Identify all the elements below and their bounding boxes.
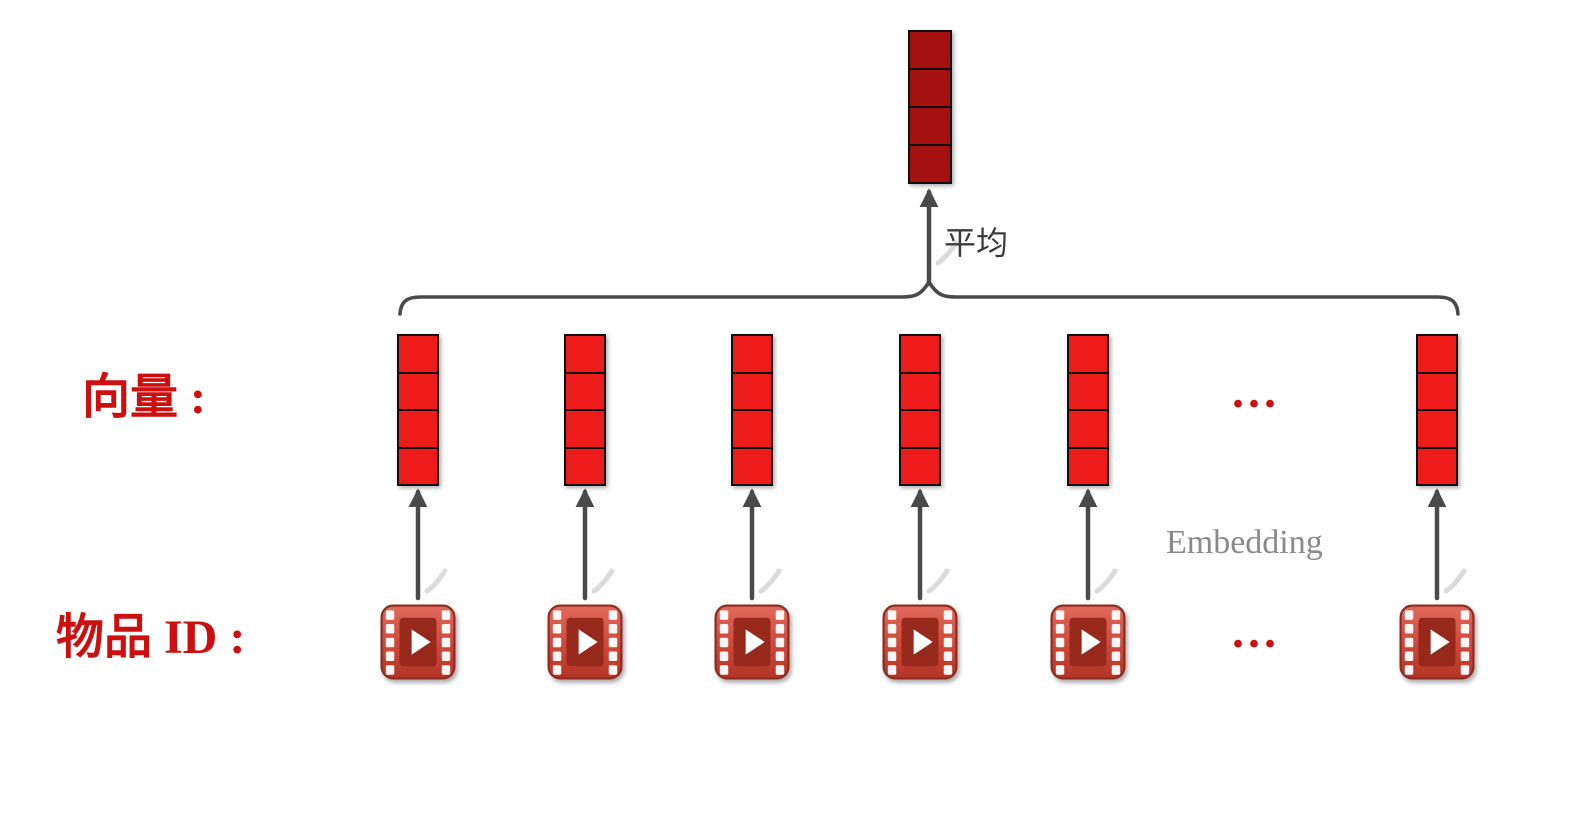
vector-cell	[1418, 446, 1456, 485]
vector-cell	[901, 409, 939, 447]
average-brace	[398, 280, 1460, 316]
vector-cell	[910, 144, 950, 182]
item-vector	[731, 334, 773, 486]
movie-icon	[1050, 604, 1126, 680]
arrow-shadow	[1443, 568, 1467, 594]
vector-cell	[566, 446, 604, 485]
vector-cell	[1418, 336, 1456, 372]
vector-cell	[733, 446, 771, 485]
movie-icon	[547, 604, 623, 680]
vectors-ellipsis: ...	[1232, 365, 1280, 418]
item-vector	[397, 334, 439, 486]
vector-cell	[733, 371, 771, 410]
vector-cell	[566, 371, 604, 410]
vector-cell	[399, 336, 437, 372]
vector-cell	[901, 336, 939, 372]
movie-icon	[380, 604, 456, 680]
arrow-shadow	[591, 568, 615, 594]
movie-icon	[714, 604, 790, 680]
arrow-shadow	[926, 568, 950, 594]
vector-cell	[901, 371, 939, 410]
vector-cell	[733, 336, 771, 372]
arrow-shadow	[424, 568, 448, 594]
movie-icon	[882, 604, 958, 680]
item-vector	[564, 334, 606, 486]
vector-cell	[1069, 336, 1107, 372]
vector-cell	[1418, 409, 1456, 447]
movie-icon	[1399, 604, 1475, 680]
vector-cell	[1069, 446, 1107, 485]
vector-cell	[399, 409, 437, 447]
vector-cell	[566, 336, 604, 372]
vector-cell	[910, 68, 950, 106]
average-label: 平均	[944, 225, 1009, 261]
vector-cell	[1069, 371, 1107, 410]
items-ellipsis: ...	[1232, 605, 1280, 658]
item-vector	[899, 334, 941, 486]
vector-cell	[1418, 371, 1456, 410]
item-row-label: 物品 ID :	[56, 611, 246, 664]
embedding-label: Embedding	[1166, 524, 1323, 561]
vector-row-label: 向量 :	[82, 371, 206, 424]
average-vector	[908, 30, 952, 184]
arrow-shadow	[758, 568, 782, 594]
item-vector	[1416, 334, 1458, 486]
arrow-shadow	[1094, 568, 1118, 594]
vector-cell	[901, 446, 939, 485]
vector-cell	[910, 106, 950, 144]
vector-cell	[399, 371, 437, 410]
vector-cell	[399, 446, 437, 485]
arrow-shadow	[935, 240, 959, 266]
vector-cell	[566, 409, 604, 447]
vector-cell	[733, 409, 771, 447]
vector-cell	[910, 32, 950, 68]
item-vector	[1067, 334, 1109, 486]
vector-cell	[1069, 409, 1107, 447]
